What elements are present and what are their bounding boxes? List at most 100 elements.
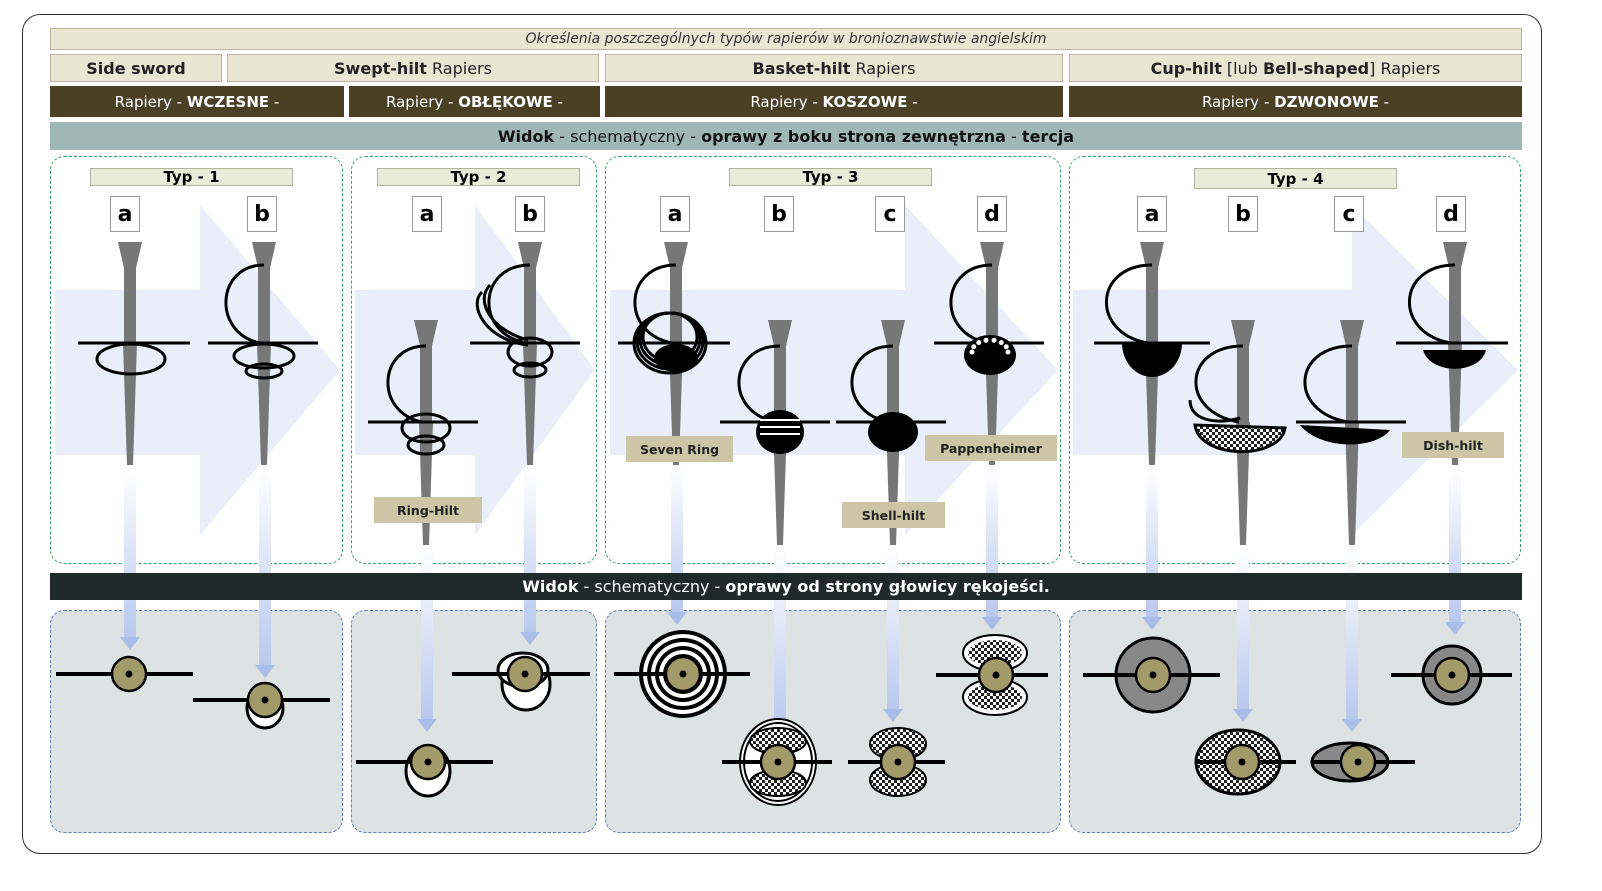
top-view-band: Widok - schematyczny - oprawy od strony …	[50, 573, 1522, 600]
pommel-shape	[118, 242, 142, 268]
tang-dot	[521, 670, 529, 678]
ring-guard	[654, 344, 698, 372]
sword-3a	[618, 242, 730, 465]
knuckle-bow	[1194, 344, 1244, 424]
pommel-shape	[1140, 242, 1164, 268]
polish-early: Rapiery - WCZESNE -	[50, 86, 344, 117]
guide-arrows	[120, 465, 1465, 738]
category-side-sword: Side sword	[50, 54, 222, 82]
panel-type-2-top	[351, 610, 597, 833]
polish-ring: Rapiery - OBŁĘKOWE -	[349, 86, 600, 117]
tang-dot	[1149, 671, 1157, 679]
pommel-shape	[980, 242, 1004, 268]
pierced-hole	[983, 337, 989, 343]
panel-type-3-side	[605, 156, 1061, 564]
letter-4c: c	[1334, 196, 1364, 232]
sword-4b	[1188, 320, 1287, 545]
tang-dot	[424, 758, 432, 766]
polish-basket: Rapiery - KOSZOWE -	[605, 86, 1063, 117]
pommel-shape	[1443, 242, 1467, 268]
knuckle-bow	[1408, 263, 1456, 345]
guide-arrow-head	[883, 709, 903, 722]
cup-guard	[1122, 343, 1182, 377]
top-4b	[1194, 728, 1296, 796]
top-4c	[1310, 741, 1415, 783]
grip-shape	[774, 346, 786, 422]
tag-seven-ring: Seven Ring	[626, 436, 733, 462]
type-2-label: Typ - 2	[377, 168, 580, 186]
tag-shell-hilt: Shell-hilt	[842, 502, 945, 528]
top-3d	[936, 634, 1048, 716]
pommel-shape	[414, 320, 438, 346]
side-view-band: Widok - schematyczny - oprawy z boku str…	[50, 122, 1522, 150]
guide-arrow-head	[982, 617, 1002, 630]
ring-guard	[244, 362, 284, 380]
grip-shape	[524, 268, 536, 343]
sword-4a	[1094, 242, 1210, 465]
guide-arrow-shaft	[524, 468, 536, 633]
top-1a	[56, 655, 193, 693]
pappenheimer-mesh	[968, 684, 1022, 710]
guide-arrow-shaft	[259, 468, 271, 666]
letter-4a: a	[1137, 196, 1167, 232]
pommel-shape	[252, 242, 276, 268]
tang-dot	[1448, 671, 1456, 679]
ring-guard	[232, 342, 296, 370]
letter-2a: a	[412, 196, 442, 232]
tag-dish-hilt: Dish-hilt	[1402, 432, 1504, 458]
tang-dot	[894, 758, 902, 766]
guide-arrow-head	[417, 719, 437, 732]
background-arrows	[55, 205, 1518, 535]
sword-1a	[78, 242, 190, 465]
ring-guard	[400, 412, 452, 444]
panel-type-1-top	[50, 610, 343, 833]
knuckle-bow	[1105, 263, 1153, 345]
type-3-label: Typ - 3	[729, 168, 932, 186]
letter-3b: b	[764, 196, 794, 232]
tang-dot	[125, 670, 133, 678]
tang-dot	[1354, 758, 1362, 766]
tang-dot	[1238, 758, 1246, 766]
outer-frame	[22, 14, 1542, 854]
knuckle-bow	[633, 263, 677, 345]
tang-dot	[679, 670, 687, 678]
tang-dot	[992, 671, 1000, 679]
pommel-shape	[1231, 320, 1255, 346]
pappenheimer-mesh	[968, 640, 1022, 666]
top-4a	[1083, 636, 1220, 714]
knuckle-bow	[224, 263, 265, 345]
sword-3b	[720, 320, 830, 545]
guide-arrow-head	[1445, 622, 1465, 635]
knuckle-bow	[386, 344, 427, 424]
knuckle-bow	[850, 344, 894, 424]
pommel-shape	[518, 242, 542, 268]
blade-shape	[523, 343, 537, 465]
panel-type-2-side	[351, 156, 597, 564]
guide-arrow-head	[255, 665, 275, 678]
type-1-label: Typ - 1	[90, 168, 293, 186]
side-bar	[482, 283, 529, 342]
category-cup-hilt: Cup-hilt [lub Bell-shaped] Rapiers	[1069, 54, 1522, 82]
letter-4b: b	[1228, 196, 1258, 232]
grip-shape	[986, 268, 998, 343]
shell-guard	[868, 412, 918, 452]
guide-arrow-head	[1233, 709, 1253, 722]
bell-guard	[1300, 425, 1390, 445]
letter-1b: b	[247, 196, 277, 232]
ring-guard	[512, 361, 548, 379]
grip-shape	[124, 268, 136, 343]
panel-type-1-side	[50, 156, 343, 564]
tag-pappenheimer: Pappenheimer	[925, 435, 1057, 461]
pierced-hole	[998, 340, 1004, 346]
basket-guard	[756, 410, 804, 454]
guide-arrow-head	[667, 612, 687, 625]
guide-arrow-head	[520, 632, 540, 645]
panel-type-4-side	[1069, 156, 1521, 564]
grip-shape	[1449, 268, 1461, 343]
grip-shape	[887, 346, 899, 422]
ring-guard	[406, 434, 446, 456]
letter-3d: d	[977, 196, 1007, 232]
top-2b	[452, 651, 590, 712]
grip-shape	[670, 268, 682, 343]
